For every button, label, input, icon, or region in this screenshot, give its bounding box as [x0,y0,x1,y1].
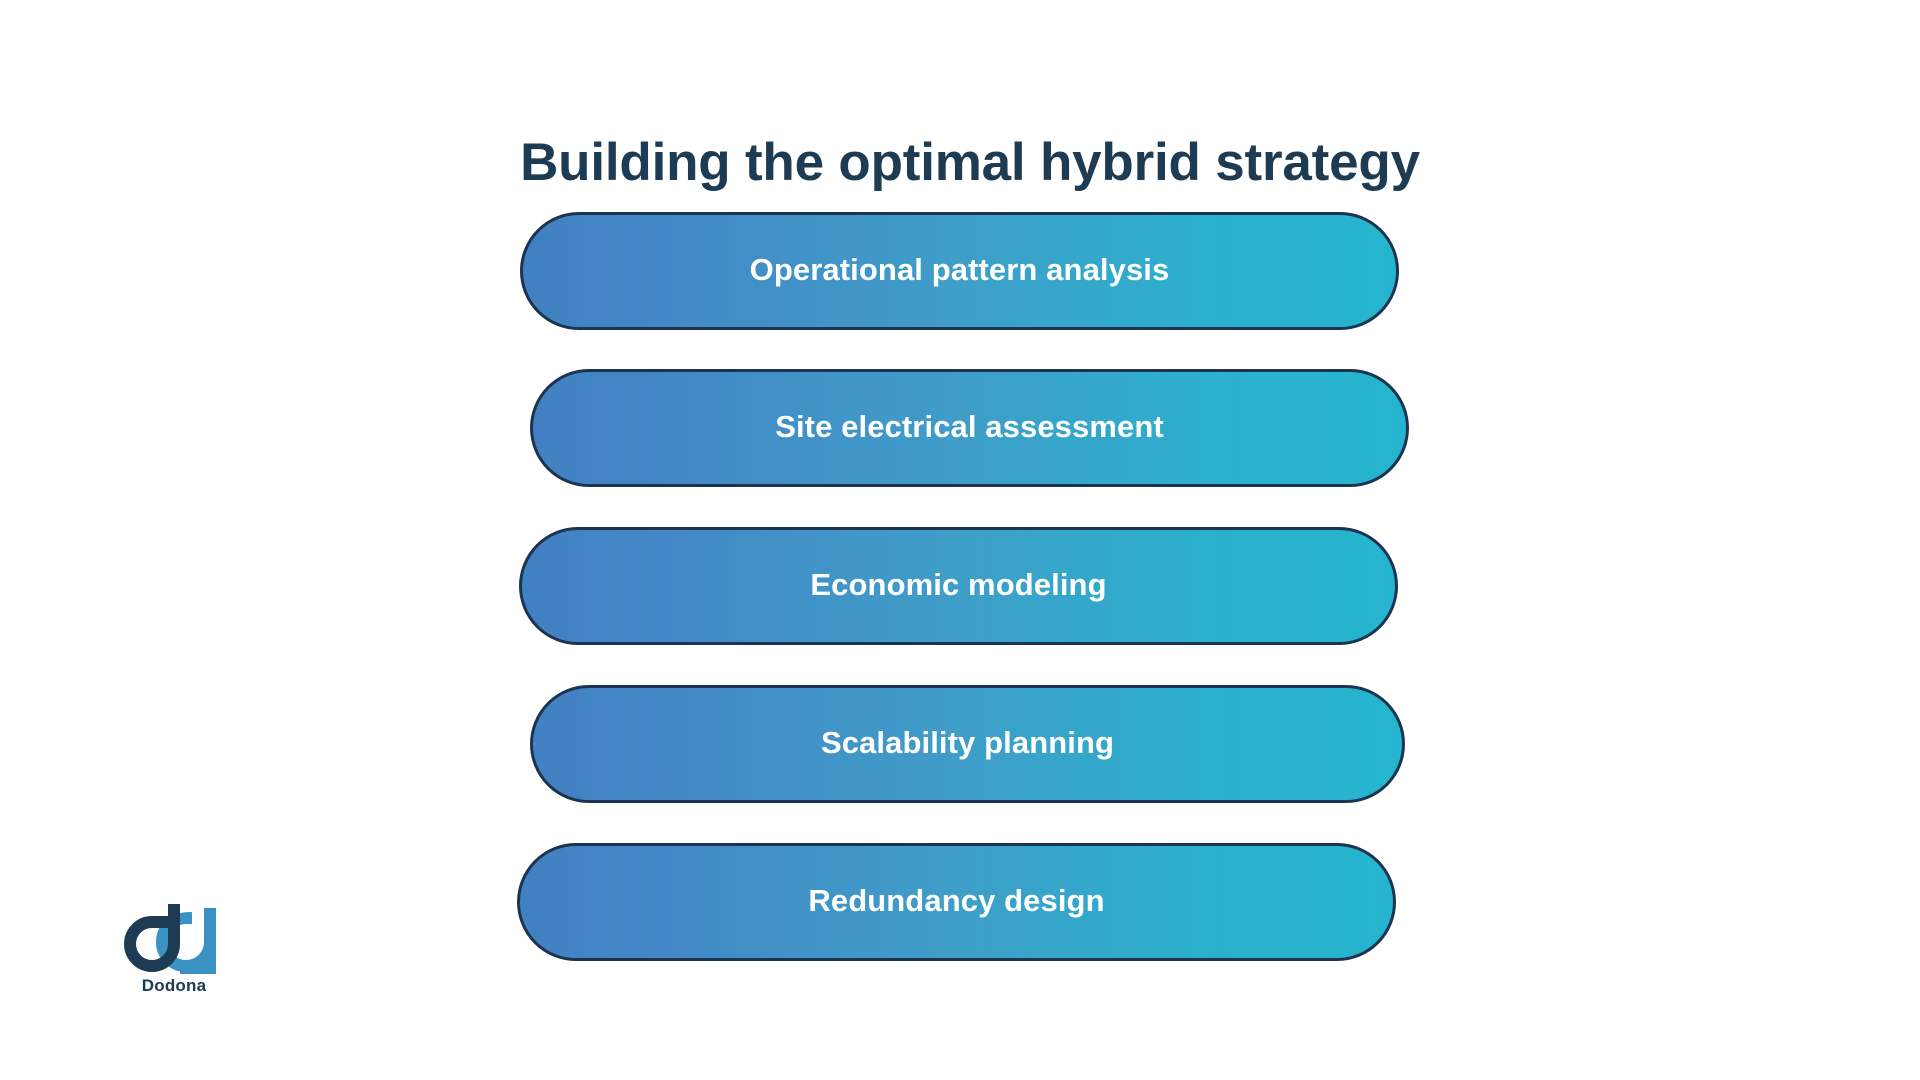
brand-logo: Dodona [120,898,250,1006]
strategy-step-list: Operational pattern analysis Site electr… [0,212,1920,982]
page-title: Building the optimal hybrid strategy [520,132,1420,192]
brand-logo-caption: Dodona [141,976,207,995]
strategy-step-label: Operational pattern analysis [749,252,1170,287]
strategy-step-item-5[interactable]: Redundancy design [517,843,1396,961]
strategy-step-label: Economic modeling [810,567,1107,602]
strategy-step-item-2[interactable]: Site electrical assessment [530,369,1409,487]
strategy-step-item-4[interactable]: Scalability planning [530,685,1405,803]
dodona-logo-icon [124,904,216,974]
strategy-step-label: Site electrical assessment [775,409,1164,444]
strategy-step-item-1[interactable]: Operational pattern analysis [520,212,1399,330]
strategy-step-item-3[interactable]: Economic modeling [519,527,1398,645]
strategy-step-label: Redundancy design [808,883,1105,918]
strategy-step-label: Scalability planning [820,725,1115,760]
